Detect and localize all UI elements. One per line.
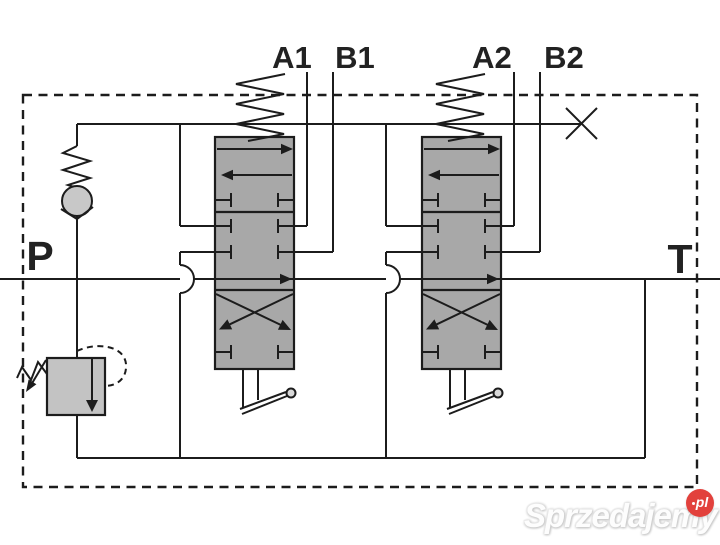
blocked-port-stubs (215, 199, 294, 353)
valve-section-dividers (215, 210, 501, 292)
watermark: Sprzedajemy pl (524, 489, 718, 539)
relief-valve-symbols (16, 345, 128, 412)
line-hop-icon (385, 264, 401, 294)
watermark-domain-badge: pl (686, 489, 714, 517)
port-label-t: T (667, 236, 692, 282)
adjustable-spring-icon (16, 359, 48, 383)
enclosure-dashed-border (21, 93, 699, 489)
port-label-b2: B2 (544, 40, 584, 75)
port-label-a1: A1 (272, 40, 312, 75)
pilot-line (76, 345, 128, 387)
domain-dot-icon (691, 502, 695, 505)
plugged-port-x-icon (565, 107, 598, 140)
port-label-a2: A2 (472, 40, 512, 75)
port-label-p: P (26, 233, 53, 279)
adjustment-arrow-icon (30, 359, 47, 386)
spool-valve-2-symbols (422, 73, 504, 415)
port-labels: A1 B1 A2 B2 P T (26, 40, 692, 282)
lever-icon (446, 369, 495, 415)
open-center-arrow-icon (487, 273, 499, 285)
lever-icon (239, 369, 288, 415)
watermark-text: Sprzedajemy (524, 497, 718, 534)
check-valve (59, 145, 94, 221)
check-seat-icon (60, 206, 94, 221)
relief-valve-body (45, 356, 107, 417)
piping (0, 72, 720, 459)
valve-1-connection-lines (179, 72, 334, 458)
port-label-b1: B1 (335, 40, 375, 75)
spool-valve-1-symbols (215, 73, 297, 415)
valve-2-connection-lines (385, 72, 541, 458)
lever-knob-icon (492, 387, 504, 399)
spool-spring-icon (435, 73, 486, 142)
pump-and-tank-lines (76, 124, 646, 459)
line-hop-icon (179, 264, 195, 294)
watermark-domain: pl (695, 494, 709, 510)
check-ball-icon (61, 185, 93, 217)
spool-spring-icon (235, 73, 286, 142)
open-center-arrow-icon (280, 273, 292, 285)
blocked-port-stubs (422, 199, 501, 353)
crossed-flow-arrows-icon (422, 293, 501, 327)
check-spring-icon (59, 145, 94, 189)
valve-bodies (45, 135, 503, 417)
blocked-ports-icon (230, 193, 279, 359)
lever-knob-icon (285, 387, 297, 399)
blocked-ports-icon (437, 193, 486, 359)
crossed-flow-arrows-icon (215, 293, 294, 327)
